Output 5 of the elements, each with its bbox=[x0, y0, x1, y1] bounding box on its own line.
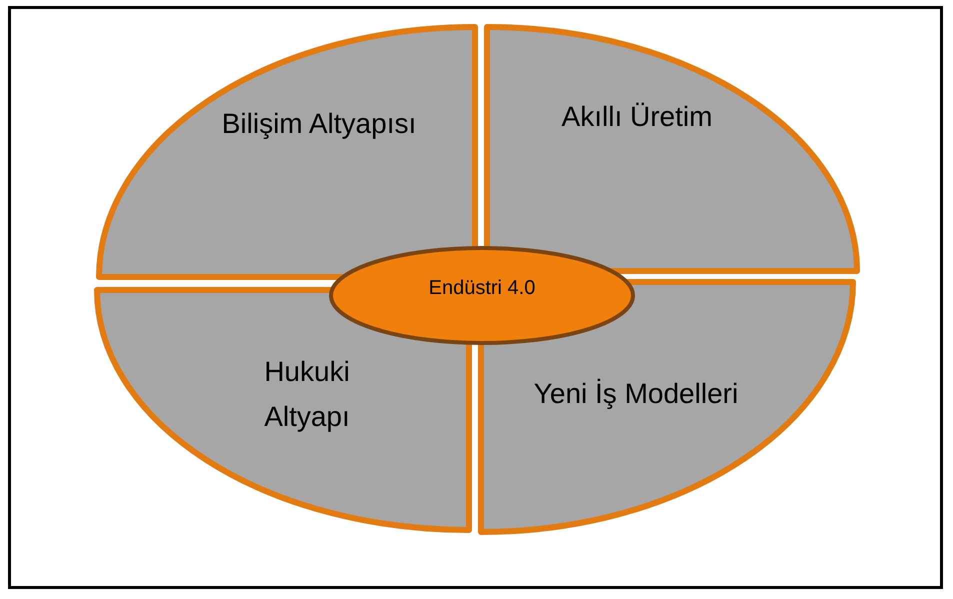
center-label: Endüstri 4.0 bbox=[428, 276, 536, 301]
segment-label: Yeni İş Modelleri bbox=[532, 377, 740, 411]
segment-label: Hukuki Altyapı bbox=[263, 355, 351, 434]
segment-label: Bilişim Altyapısı bbox=[220, 107, 418, 141]
segment-label: Akıllı Üretim bbox=[560, 100, 714, 134]
